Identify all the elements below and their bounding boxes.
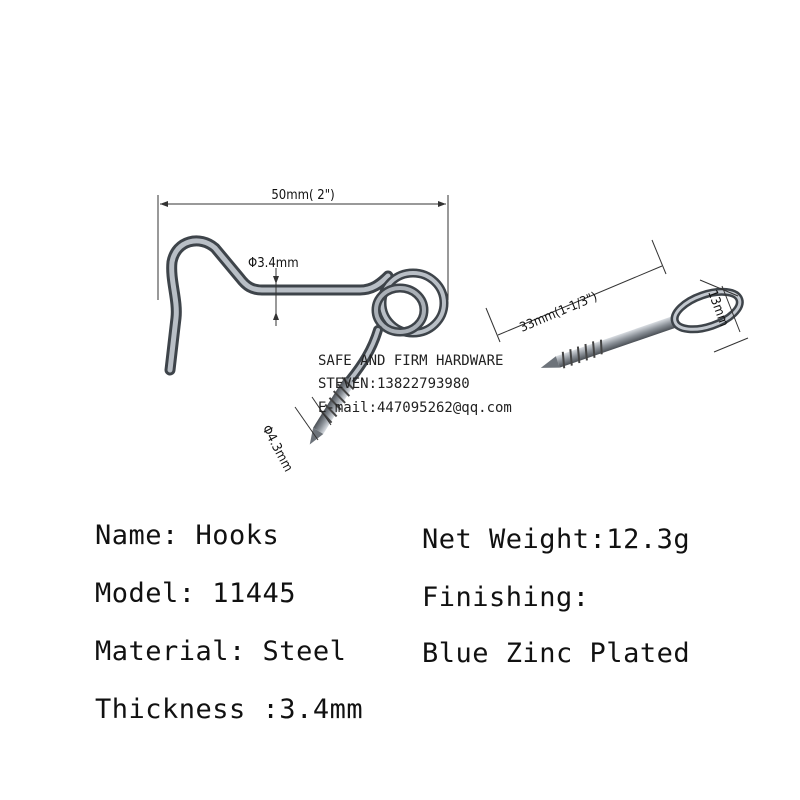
length-dimension: 50mm( 2") bbox=[157, 188, 449, 300]
watermark-phone: STEVEN:13822793980 bbox=[318, 376, 470, 392]
product-diagram: 50mm( 2") Φ3.4mm bbox=[157, 188, 749, 475]
eye-screw-image bbox=[540, 287, 744, 369]
spec-finishing-value: Blue Zinc Plated bbox=[422, 638, 691, 669]
screw-diameter-label: Φ4.3mm bbox=[258, 423, 295, 475]
spec-thickness: Thickness :3.4mm bbox=[95, 694, 364, 725]
hook-image bbox=[164, 235, 449, 445]
eye-length-label: 33mm(1-1/3") bbox=[518, 290, 600, 336]
hook-length-label: 50mm( 2") bbox=[271, 188, 334, 203]
eye-length-dimension: 33mm(1-1/3") bbox=[485, 239, 667, 343]
spec-model: Model: 11445 bbox=[95, 578, 297, 609]
spec-finishing-label: Finishing: bbox=[422, 582, 590, 613]
spec-net-weight: Net Weight:12.3g bbox=[422, 524, 691, 555]
wire-diameter-label: Φ3.4mm bbox=[248, 256, 299, 271]
watermark-email: E-mail:447095262@qq.com bbox=[318, 400, 512, 416]
wire-diameter-dimension: Φ3.4mm bbox=[248, 256, 299, 326]
spec-material: Material: Steel bbox=[95, 636, 347, 667]
spec-name: Name: Hooks bbox=[95, 520, 280, 551]
watermark: SAFE AND FIRM HARDWARE STEVEN:1382279398… bbox=[318, 353, 512, 416]
watermark-company: SAFE AND FIRM HARDWARE bbox=[318, 353, 503, 369]
